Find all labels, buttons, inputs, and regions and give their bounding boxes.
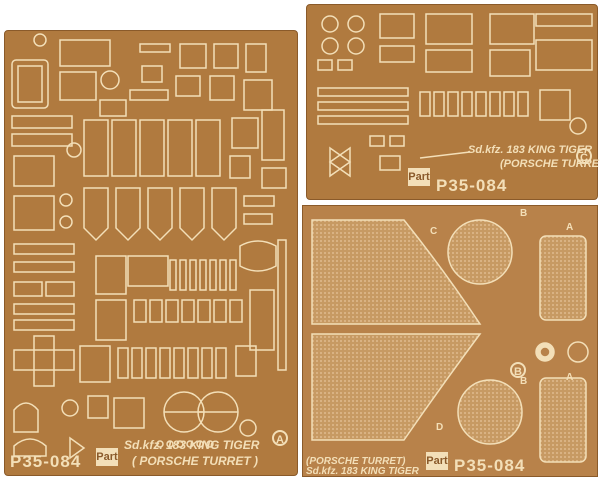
- fret-a-title-line2: ( PORSCHE TURRET ): [132, 454, 258, 468]
- fret-b-mark-b-top: B: [520, 208, 528, 219]
- fret-a-title-line1: Sd.kfz. 183 KING TIGER: [124, 438, 260, 452]
- fret-c-title-line1: Sd.kfz. 183 KING TIGER: [468, 144, 593, 156]
- link-parts: [133, 299, 243, 323]
- fret-c-letter-badge: C: [576, 148, 592, 164]
- hinge-parts: [83, 187, 237, 242]
- fret-c-parts: [317, 13, 593, 178]
- fret-c-logo: Part: [408, 168, 430, 186]
- fret-c-title-line2: (PORSCHE TURRET): [500, 158, 600, 170]
- track-link-parts: [419, 91, 529, 117]
- fret-c-code: P35-084: [436, 176, 508, 195]
- chain-parts: [117, 347, 227, 379]
- fret-b-title-line2: Sd.kfz. 183 KING TIGER: [306, 466, 419, 477]
- fret-b-logo: Part: [426, 452, 448, 470]
- fret-b-mark-c: C: [430, 226, 438, 237]
- fret-b-mark-a-top: A: [566, 222, 574, 233]
- rivet-row-parts: [156, 440, 214, 448]
- fret-b-mark-d: D: [436, 422, 444, 433]
- fret-a-logo: Part: [96, 448, 118, 466]
- fret-b-parts: [311, 219, 589, 463]
- fret-a: [4, 30, 298, 476]
- comb-parts: [83, 119, 221, 177]
- fret-b-title-line1: (PORSCHE TURRET): [306, 456, 406, 467]
- fret-a-letter-badge: A: [272, 430, 288, 446]
- grille-parts: [169, 259, 237, 291]
- fret-b-letter-badge: B: [510, 362, 526, 378]
- fret-b-mark-a-bottom: A: [566, 372, 574, 383]
- fret-b-code: P35-084: [454, 456, 526, 475]
- fret-a-code: P35-084: [10, 452, 82, 471]
- fret-b-mark-b-bottom: B: [520, 376, 528, 387]
- fret-a-parts: [11, 33, 287, 460]
